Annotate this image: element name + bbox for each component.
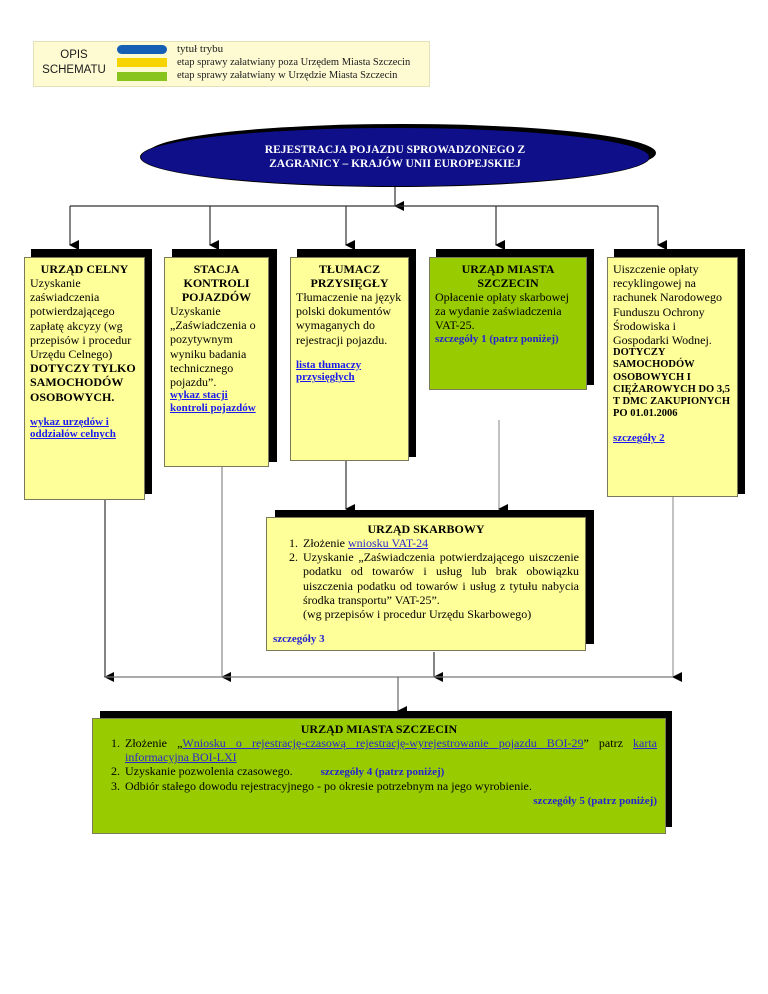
- box-body: Tłumaczenie na język polski dokumentów w…: [296, 290, 402, 347]
- box-heading: URZĄD MIASTA SZCZECIN: [461, 262, 555, 290]
- box-body: Uiszczenie opłaty recyklingowej na rachu…: [613, 262, 722, 348]
- legend-title: OPIS SCHEMATU: [42, 49, 106, 76]
- boi-29-form-link[interactable]: Wniosku o rejestrację-czasową rejestracj…: [182, 736, 584, 750]
- legend: OPIS SCHEMATU tytuł trybu etap sprawy za…: [33, 41, 430, 87]
- box-stacja-kontroli: STACJA KONTROLI POJAZDÓW Uzyskanie „Zaśw…: [164, 257, 269, 467]
- details-1-link[interactable]: szczegóły 1 (patrz poniżej): [435, 332, 559, 345]
- process-title: REJESTRACJA POJAZDU SPROWADZONEGO Z ZAGR…: [140, 127, 650, 187]
- legend-label-title: tytuł trybu: [177, 43, 224, 55]
- details-3-link[interactable]: szczegóły 3: [273, 633, 325, 646]
- details-2-link[interactable]: szczegóły 2: [613, 432, 665, 445]
- tax-office-steps: Złożenie wniosku VAT-24 Uzyskanie „Zaświ…: [273, 536, 579, 621]
- step-item: Złożenie „Wniosku o rejestrację-czasową …: [123, 736, 657, 764]
- step-item: Uzyskanie pozwolenia czasowego. szczegół…: [123, 764, 657, 779]
- legend-label-inside: etap sprawy załatwiany w Urzędzie Miasta…: [177, 70, 398, 81]
- vat-24-form-link[interactable]: wniosku VAT-24: [347, 536, 429, 550]
- customs-offices-link[interactable]: wykaz urzędów i oddziałów celnych: [30, 415, 116, 441]
- box-heading: URZĄD CELNY: [40, 262, 129, 276]
- legend-swatch-title: [117, 45, 167, 54]
- inspection-stations-link[interactable]: wykaz stacji kontroli pojazdów: [170, 389, 256, 414]
- details-5-link[interactable]: szczegóły 5 (patrz poniżej): [533, 795, 657, 808]
- box-heading: URZĄD SKARBOWY: [367, 522, 485, 536]
- city-office-steps: Złożenie „Wniosku o rejestrację-czasową …: [101, 736, 657, 793]
- box-body: Uzyskanie zaświadczenia potwierdzającego…: [30, 276, 132, 362]
- box-tlumacz: TŁUMACZ PRZYSIĘGŁY Tłumaczenie na język …: [290, 257, 409, 461]
- legend-swatch-outside: [117, 58, 167, 67]
- step-item: Złożenie wniosku VAT-24: [301, 536, 579, 550]
- box-body: Uzyskanie „Zaświadczenia o pozytywnym wy…: [170, 304, 256, 390]
- box-note: DOTYCZY SAMOCHODÓW OSOBOWYCH I CIĘŻAROWY…: [613, 347, 731, 420]
- legend-label-outside: etap sprawy załatwiany poza Urzędem Mias…: [177, 57, 411, 68]
- box-heading: TŁUMACZ PRZYSIĘGŁY: [310, 262, 389, 290]
- step-item: Odbiór stałego dowodu rejestracyjnego - …: [123, 779, 657, 793]
- box-recykling: Uiszczenie opłaty recyklingowej na rachu…: [607, 257, 738, 497]
- box-urzad-celny: URZĄD CELNY Uzyskanie zaświadczenia potw…: [24, 257, 145, 500]
- translators-list-link[interactable]: lista tłumaczy przysięgłych: [296, 358, 362, 384]
- box-heading: URZĄD MIASTA SZCZECIN: [300, 722, 458, 736]
- box-urzad-miasta-final: URZĄD MIASTA SZCZECIN Złożenie „Wniosku …: [92, 718, 666, 834]
- box-body: Opłacenie opłaty skarbowej za wydanie za…: [435, 290, 569, 333]
- box-urzad-skarbowy: URZĄD SKARBOWY Złożenie wniosku VAT-24 U…: [266, 517, 586, 651]
- box-note: DOTYCZY TYLKO SAMOCHODÓW OSOBOWYCH.: [30, 361, 136, 404]
- box-heading: STACJA KONTROLI POJAZDÓW: [181, 262, 252, 304]
- box-urzad-miasta-fee: URZĄD MIASTA SZCZECIN Opłacenie opłaty s…: [429, 257, 587, 390]
- legend-swatch-inside: [117, 72, 167, 81]
- boi-lxi-info-card-link[interactable]: karta informacyjna BOI-LXI: [125, 736, 657, 765]
- step-item: Uzyskanie „Zaświadczenia potwierdzająceg…: [301, 550, 579, 621]
- details-4-link[interactable]: szczegóły 4 (patrz poniżej): [320, 766, 445, 779]
